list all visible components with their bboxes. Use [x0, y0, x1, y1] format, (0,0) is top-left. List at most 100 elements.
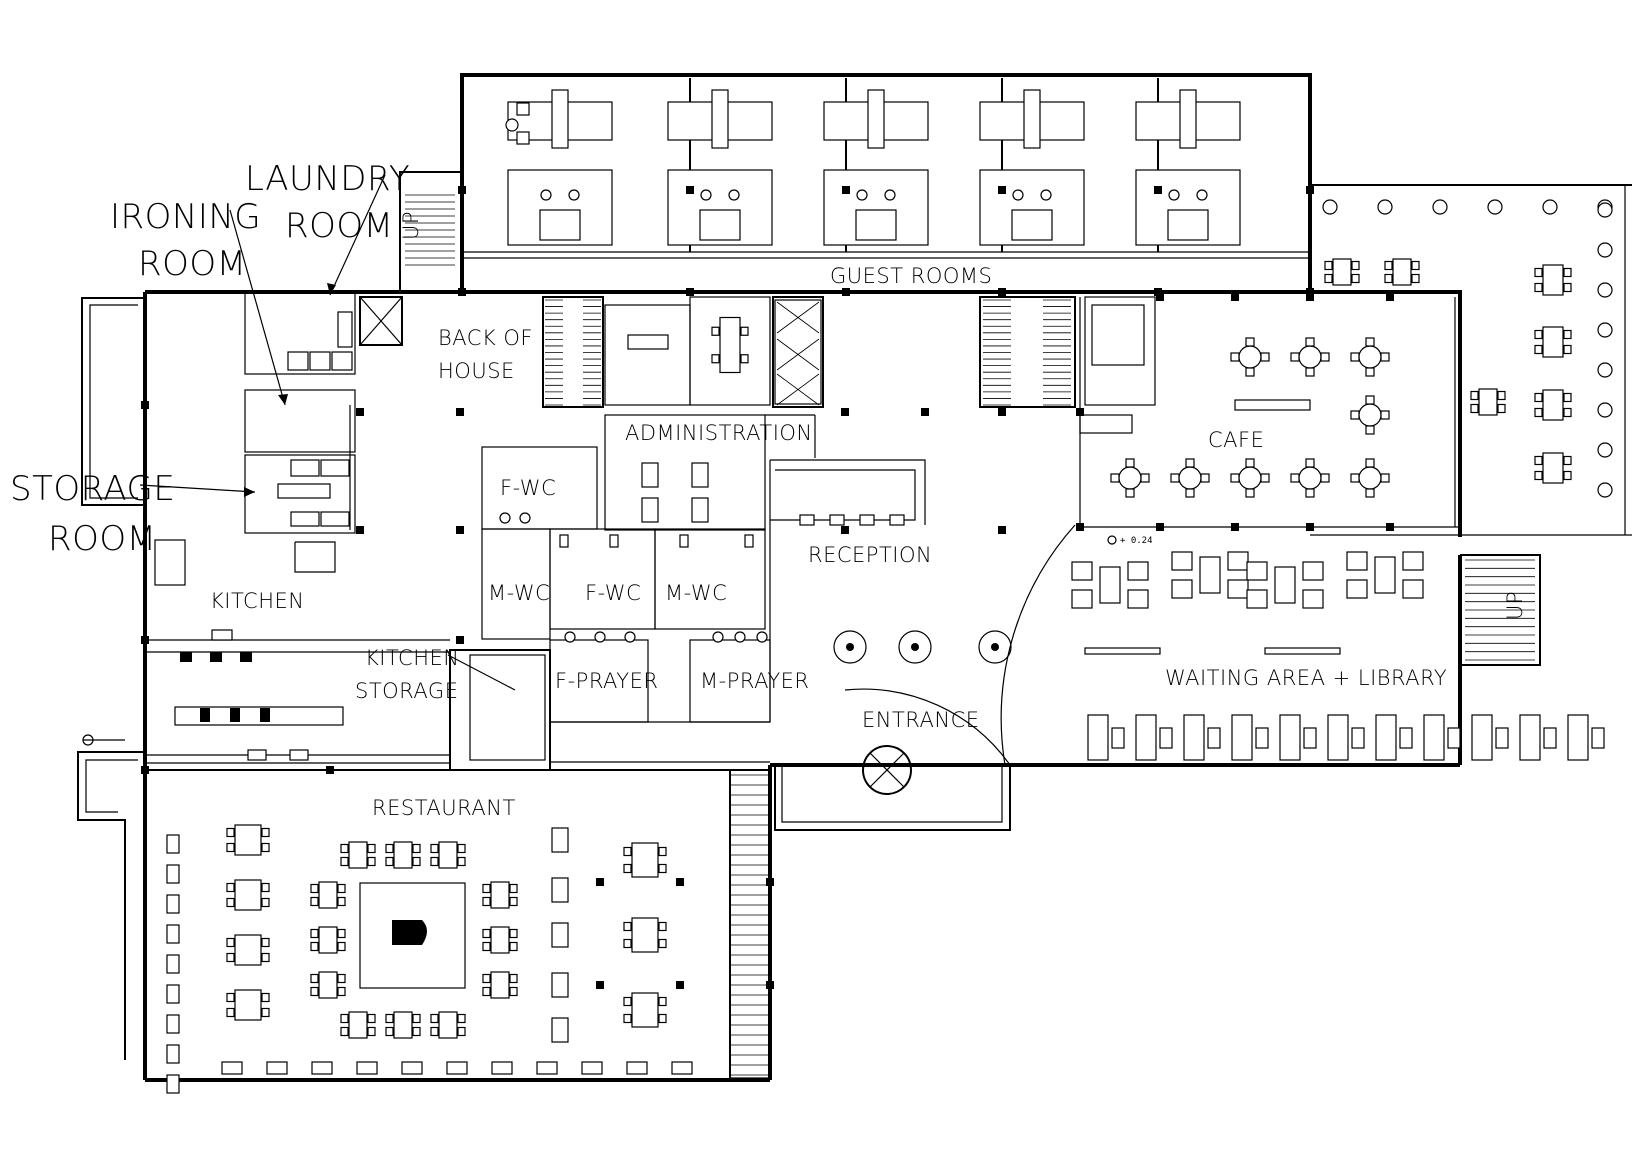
washer	[331, 351, 353, 371]
column	[998, 288, 1006, 296]
terrace-stool	[1597, 202, 1613, 218]
chair	[505, 118, 519, 132]
armchair	[1171, 551, 1193, 571]
chair	[1290, 473, 1300, 483]
label-fwc-top: F-WC	[500, 476, 556, 500]
column	[141, 401, 149, 409]
wall-seat	[166, 1074, 180, 1094]
sink	[1168, 189, 1180, 201]
chair	[509, 973, 518, 984]
washer	[309, 351, 331, 371]
chair	[457, 1026, 466, 1037]
column	[998, 408, 1006, 416]
chair	[1470, 403, 1479, 414]
column	[1231, 293, 1239, 301]
wc-sink	[624, 631, 636, 643]
label-waiting-library: WAITING AREA + LIBRARY	[1165, 666, 1447, 690]
chair	[1365, 395, 1375, 405]
chair	[310, 896, 319, 907]
side-table	[1591, 727, 1605, 749]
chair	[1380, 352, 1390, 362]
chair	[340, 843, 349, 854]
sofa	[1183, 714, 1205, 761]
chair	[261, 937, 270, 948]
office-desk	[691, 497, 709, 523]
bed-divider	[867, 89, 885, 149]
chair	[1230, 352, 1240, 362]
chair	[482, 896, 491, 907]
armchair	[1171, 579, 1193, 599]
chair	[367, 856, 376, 867]
chair	[482, 986, 491, 997]
furniture	[166, 199, 1613, 1094]
column	[1386, 523, 1394, 531]
column	[686, 288, 694, 296]
armchair	[1227, 551, 1249, 571]
terrace-table	[1478, 388, 1498, 416]
armchair	[1246, 561, 1268, 581]
column	[676, 878, 684, 886]
column	[842, 288, 850, 296]
chair	[711, 326, 720, 336]
armchair	[1127, 589, 1149, 609]
sink-unit	[211, 629, 233, 641]
chair	[623, 996, 632, 1007]
chair	[1411, 273, 1420, 284]
sink	[856, 189, 868, 201]
round-table	[1118, 466, 1142, 490]
restaurant-table	[438, 1011, 458, 1039]
column	[1306, 288, 1314, 296]
label-laundry: LAUNDRY	[245, 159, 410, 199]
wall-seat	[166, 1044, 180, 1064]
chair	[340, 1026, 349, 1037]
elevator-x	[776, 373, 820, 406]
armchair	[1346, 579, 1368, 599]
sink	[728, 189, 740, 201]
ironing-table	[290, 511, 320, 527]
chair	[1260, 473, 1270, 483]
chair	[261, 827, 270, 838]
side-table	[1399, 727, 1413, 749]
sink-unit	[247, 749, 267, 761]
toilet	[679, 534, 689, 548]
two-top	[551, 922, 569, 948]
restaurant-table	[631, 992, 659, 1028]
chair	[1245, 458, 1255, 468]
banquette-seat	[491, 1061, 513, 1075]
chair	[482, 973, 491, 984]
restaurant-table	[318, 971, 338, 999]
ironing-table	[320, 459, 350, 477]
side-table	[1303, 727, 1317, 749]
kitchen-equip	[200, 708, 210, 722]
tub	[699, 209, 741, 241]
chair	[658, 863, 667, 874]
restaurant-table	[631, 917, 659, 953]
chair	[1534, 267, 1543, 278]
armchair	[1127, 561, 1149, 581]
office-desk	[641, 462, 659, 488]
chair	[1320, 352, 1330, 362]
elevator-shaft	[774, 299, 822, 405]
callout-arrows	[139, 174, 516, 691]
chair	[509, 883, 518, 894]
chair	[226, 882, 235, 893]
column	[998, 526, 1006, 534]
chair	[430, 1013, 439, 1024]
chair	[658, 921, 667, 932]
restaurant-table	[490, 971, 510, 999]
label-ironing-room: ROOM	[138, 244, 246, 284]
kitchen-equip	[180, 652, 192, 662]
armchair	[1346, 551, 1368, 571]
column	[998, 186, 1006, 194]
sofa	[1087, 714, 1109, 761]
toilet	[744, 534, 754, 548]
chair	[261, 952, 270, 963]
two-top	[551, 877, 569, 903]
chair	[1563, 344, 1572, 355]
kitchen-equip	[260, 708, 270, 722]
side-table	[1111, 727, 1125, 749]
chair	[516, 102, 530, 116]
sink	[540, 189, 552, 201]
chair	[226, 842, 235, 853]
chair	[1350, 473, 1360, 483]
